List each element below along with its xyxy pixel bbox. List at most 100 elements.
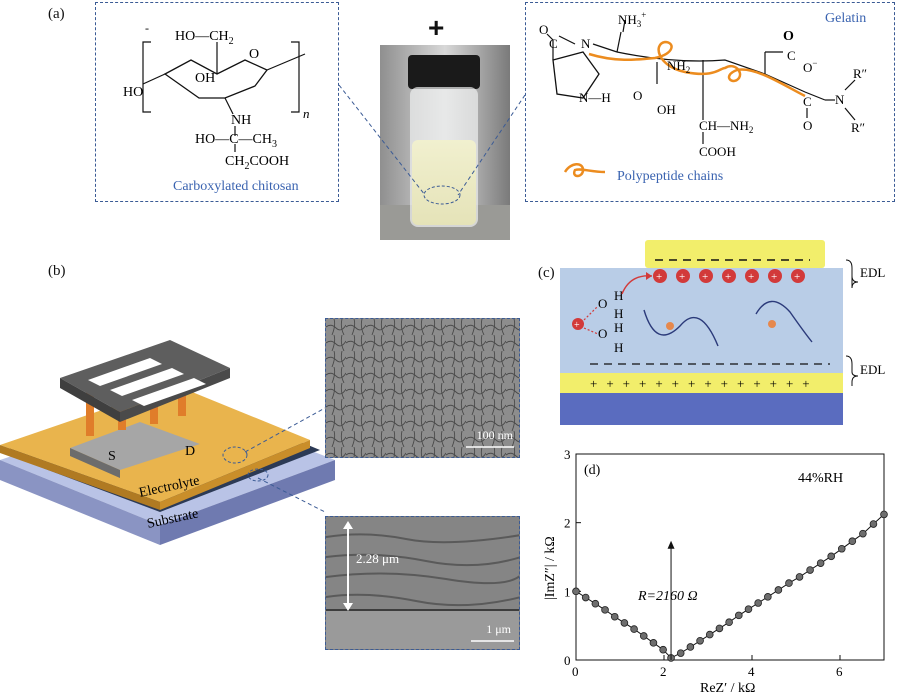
data-point <box>848 537 857 546</box>
svg-text:CH2COOH: CH2COOH <box>225 154 289 172</box>
transistor-device-3d: S D Electrolyte Substrate <box>0 340 335 545</box>
chitosan-ring-o: O <box>249 47 259 62</box>
chitosan-oh: OH <box>195 71 215 86</box>
sem-surface-image: 100 nm <box>325 318 520 458</box>
data-point <box>795 573 804 581</box>
data-point <box>696 636 704 645</box>
data-point <box>659 645 667 654</box>
gelatin-cooh-bottom: COOH <box>699 144 736 159</box>
gelatin-r2: R″ <box>851 120 865 135</box>
chart-annotation-rh: 44%RH <box>798 471 843 486</box>
data-point <box>639 632 648 640</box>
thickness-label: 2.28 μm <box>356 551 400 566</box>
data-point <box>725 618 733 627</box>
data-point <box>686 643 695 651</box>
chitosan-sub2: 2 <box>229 36 234 47</box>
water-h-2a: H <box>614 320 623 335</box>
data-point <box>869 520 878 528</box>
data-point <box>715 624 724 633</box>
gelatin-box <box>525 2 895 202</box>
data-point <box>774 586 783 594</box>
gelatin-n-right: N <box>835 92 845 107</box>
source-label: S <box>108 449 116 464</box>
anion-plus-row: ++++++++++++++ <box>590 376 819 391</box>
svg-text:O−: O− <box>803 58 817 75</box>
data-point <box>620 619 629 627</box>
gelatin-o-minus: O <box>803 60 812 75</box>
gelatin-c-right: C <box>803 94 812 109</box>
svg-text:+: + <box>679 271 685 283</box>
data-point <box>630 625 638 633</box>
data-point <box>676 649 685 657</box>
svg-text:+: + <box>574 320 580 331</box>
y-tick-label: 2 <box>564 516 571 531</box>
svg-text:NH2: NH2 <box>667 58 690 75</box>
chitosan-cooh: COOH <box>249 154 289 169</box>
data-point <box>581 593 590 602</box>
data-point <box>601 606 609 614</box>
edl-top-label: EDL <box>860 265 885 280</box>
plot-frame <box>575 453 885 661</box>
data-point <box>591 599 600 608</box>
data-point <box>859 529 867 538</box>
gelatin-o-left: O <box>539 22 548 37</box>
data-point <box>764 593 772 601</box>
y-tick-label: 3 <box>564 450 571 462</box>
data-point <box>649 639 658 647</box>
gelatin-r1: R″ <box>853 66 867 81</box>
data-point <box>837 544 846 553</box>
gelatin-c-left: C <box>549 36 558 51</box>
gelatin-o-mid: O <box>633 88 642 103</box>
svg-text:+: + <box>702 271 708 283</box>
water-h-1b: H <box>614 306 623 321</box>
data-point <box>572 587 580 596</box>
gelatin-nh3: NH <box>618 12 637 27</box>
data-point <box>880 510 888 519</box>
gelatin-ch-nh2: CH—NH <box>699 118 749 133</box>
data-point <box>735 611 743 620</box>
water-h-2b: H <box>614 340 623 355</box>
chitosan-n-subscript: n <box>303 106 310 121</box>
chitosan-minus: - <box>145 21 149 35</box>
svg-text:+: + <box>794 271 800 283</box>
svg-text:HO—C—CH3: HO—C—CH3 <box>195 132 277 150</box>
gelatin-structure: NH3+ O C N N—H NH2 O OH CH—NH2 COOH O C … <box>539 10 867 184</box>
gelatin-oh: OH <box>657 102 676 117</box>
data-point <box>827 552 836 561</box>
x-tick-label: 4 <box>748 664 755 679</box>
edl-bottom-label: EDL <box>860 362 885 377</box>
gelatin-o-top: O <box>783 29 794 44</box>
data-point <box>705 630 714 639</box>
water-o-2: O <box>598 326 607 341</box>
r-arrow-head <box>667 540 675 549</box>
sem-cross-section-image: 2.28 μm 1 μm <box>325 516 520 650</box>
data-point <box>744 605 753 613</box>
chitosan-ho-ch2: HO—CH <box>175 29 229 44</box>
chitosan-ho-left: HO <box>123 85 143 100</box>
edl-schematic: + + + + + + + ++++++++++++++ O H H O H H… <box>560 240 885 425</box>
chitosan-label: Carboxylated chitosan <box>173 179 299 194</box>
chitosan-sub3: 3 <box>272 139 277 150</box>
svg-text:+: + <box>748 271 754 283</box>
gelatin-o-right: O <box>803 118 812 133</box>
chitosan-ch2-sub: 2 <box>244 161 249 172</box>
svg-text:+: + <box>725 271 731 283</box>
chitosan-ho-c-ch3: HO—C—CH <box>195 132 272 147</box>
svg-text:HO—CH2: HO—CH2 <box>175 29 234 47</box>
gelatin-nh-ring: N—H <box>579 90 611 105</box>
y-tick-label: 0 <box>564 653 571 668</box>
chitosan-box <box>95 2 339 202</box>
data-point <box>785 579 793 587</box>
svg-text:NH3+: NH3+ <box>618 10 646 29</box>
x-tick-label: 6 <box>836 664 843 679</box>
water-o-1: O <box>598 296 607 311</box>
plus-sign: + <box>428 12 445 43</box>
gelatin-nh3-plus: + <box>641 10 646 20</box>
panel-label-a: (a) <box>48 6 65 22</box>
data-point <box>754 599 762 607</box>
gelatin-nh3-sub: 3 <box>637 19 642 29</box>
vial-photo <box>380 45 510 240</box>
svg-text:+: + <box>656 271 662 283</box>
x-tick-label: 2 <box>660 664 667 679</box>
